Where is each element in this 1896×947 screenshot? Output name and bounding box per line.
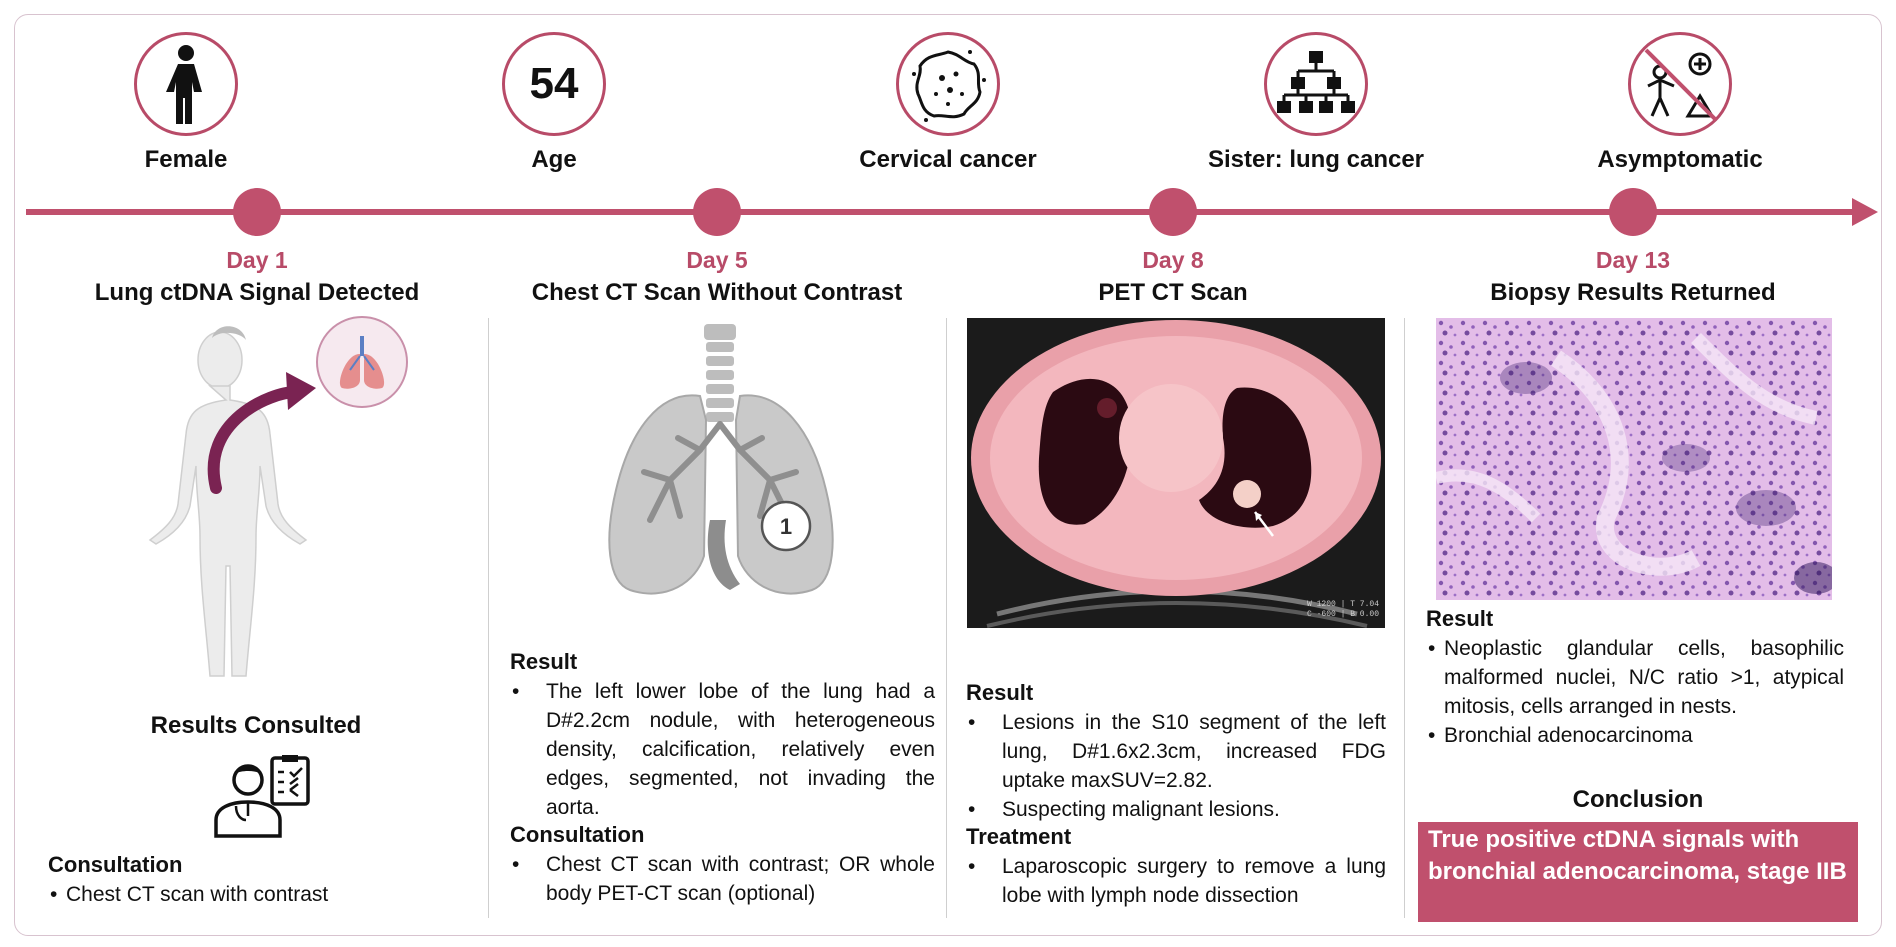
top-item-age: 54 Age [404, 32, 704, 174]
cancer-icon-circle [896, 32, 1000, 136]
result-list-3: Lesions in the S10 segment of the left l… [966, 708, 1386, 824]
consultation-heading-2: Consultation [510, 822, 645, 847]
top-item-family: Sister: lung cancer [1166, 32, 1466, 174]
result-list-2: The left lower lobe of the lung had a D#… [510, 677, 935, 822]
lungs-illustration: 1 [608, 324, 834, 595]
figure-frame [14, 14, 1882, 936]
timeline-dot-day13 [1609, 188, 1657, 236]
result-heading-4: Result [1426, 606, 1494, 631]
list-item: Neoplastic glandular cells, basophilic m… [1426, 634, 1844, 721]
cancer-cell-icon [912, 50, 986, 122]
biopsy-histology-image [1436, 318, 1832, 600]
step-title-4: Biopsy Results Returned [1490, 279, 1776, 306]
family-tree-icon [1277, 51, 1355, 113]
age-icon-circle: 54 [502, 32, 606, 136]
scan-overlay-text: W 1200 | T 7.04 C -600 | B 0.00 [1307, 600, 1379, 620]
list-item: Chest CT scan with contrast; OR whole bo… [510, 850, 935, 908]
list-item: Suspecting malignant lesions. [966, 795, 1386, 824]
list-item: The left lower lobe of the lung had a D#… [510, 677, 935, 822]
step-title-2: Chest CT Scan Without Contrast [531, 279, 903, 306]
histology-stain [1436, 318, 1832, 600]
top-item-cervical: Cervical cancer [798, 32, 1098, 174]
list-item: Laparoscopic surgery to remove a lung lo… [966, 852, 1386, 910]
day-label-3: Day 8 [1142, 247, 1204, 273]
age-value: 54 [529, 59, 579, 108]
lung-badge [316, 316, 408, 408]
step-title-1: Lung ctDNA Signal Detected [94, 279, 420, 306]
conclusion-box: True positive ctDNA signals with bronchi… [1418, 822, 1858, 922]
list-item: Bronchial adenocarcinoma [1426, 721, 1844, 750]
result-heading-2: Result [510, 649, 578, 674]
top-label-female: Female [144, 146, 228, 173]
treatment-heading-3: Treatment [966, 824, 1072, 849]
body-illustration [148, 326, 316, 677]
timeline-line [26, 209, 1856, 215]
list-item: Chest CT scan with contrast [48, 880, 468, 909]
top-item-female: Female [36, 32, 336, 174]
top-item-asymptomatic: Asymptomatic [1530, 32, 1830, 174]
column-divider [946, 318, 947, 918]
day-label-1: Day 1 [226, 247, 288, 273]
conclusion-heading: Conclusion [1572, 786, 1704, 813]
family-icon-circle [1264, 32, 1368, 136]
list-item: Lesions in the S10 segment of the left l… [966, 708, 1386, 795]
day-label-2: Day 5 [686, 247, 748, 273]
consultation-list-2: Chest CT scan with contrast; OR whole bo… [510, 850, 935, 908]
result-list-4: Neoplastic glandular cells, basophilic m… [1426, 634, 1844, 750]
timeline-arrowhead [1852, 198, 1878, 226]
asymptomatic-icon [1644, 48, 1718, 122]
consultation-list-1: Chest CT scan with contrast [48, 880, 468, 909]
scan-text-2: C -600 | B 0.00 [1306, 610, 1379, 619]
top-label-family: Sister: lung cancer [1207, 146, 1425, 173]
lungs-icon [339, 336, 385, 389]
treatment-list-3: Laparoscopic surgery to remove a lung lo… [966, 852, 1386, 910]
pet-ct-scan [971, 320, 1381, 628]
lung-nodule-marker: 1 [780, 514, 792, 539]
top-label-asymptomatic: Asymptomatic [1597, 146, 1763, 173]
day-label-4: Day 13 [1595, 247, 1671, 273]
step-title-3: PET CT Scan [1098, 279, 1248, 306]
consultation-heading-1: Consultation [48, 852, 183, 877]
results-consulted-heading: Results Consulted [150, 712, 362, 739]
timeline-dot-day1 [233, 188, 281, 236]
asymptomatic-icon-circle [1628, 32, 1732, 136]
female-icon-circle [134, 32, 238, 136]
top-label-age: Age [531, 146, 577, 173]
scan-text-1: W 1200 | T 7.04 [1306, 600, 1379, 609]
column-divider [1404, 318, 1405, 918]
pet-ct-image: W 1200 | T 7.04 C -600 | B 0.00 [967, 318, 1385, 628]
female-person-icon [166, 45, 202, 124]
timeline-dot-day8 [1149, 188, 1197, 236]
top-label-cervical: Cervical cancer [859, 146, 1037, 173]
timeline-dot-day5 [693, 188, 741, 236]
doctor-clipboard-icon [214, 755, 310, 838]
result-heading-3: Result [966, 680, 1034, 705]
column-divider [488, 318, 489, 918]
